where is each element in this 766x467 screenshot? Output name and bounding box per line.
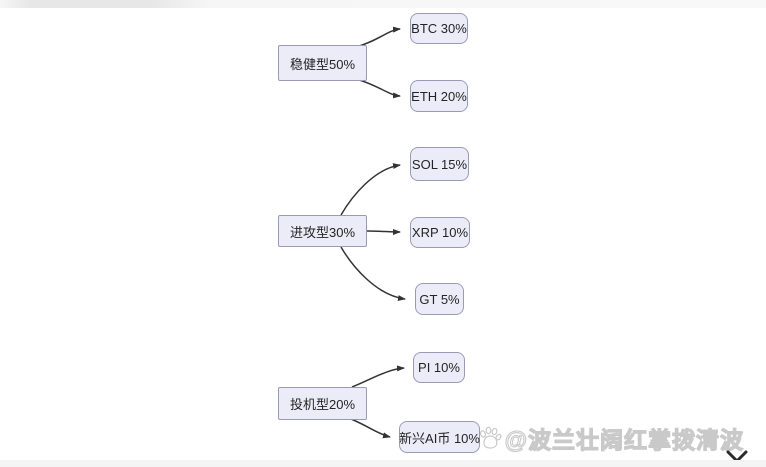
edge-speculative-ai (350, 418, 391, 439)
edge-stable-eth (355, 78, 401, 99)
node-aggressive-parent: 进攻型30% (278, 215, 367, 247)
watermark-text: @波兰壮阔红掌拨清波 (504, 426, 744, 453)
edge-speculative-pi (351, 365, 405, 388)
edge-aggressive-gt (340, 246, 406, 302)
node-pi: PI 10% (413, 352, 465, 383)
node-emerging-ai: 新兴AI币 10% (399, 421, 480, 453)
watermark: @波兰壮阔红掌拨清波 (477, 421, 744, 455)
node-btc: BTC 30% (410, 13, 468, 44)
paw-icon (479, 426, 502, 449)
edge-aggressive-sol (340, 163, 401, 216)
node-stable-parent: 稳健型50% (278, 45, 367, 81)
edge-aggressive-xrp (366, 228, 401, 235)
node-eth: ETH 20% (410, 80, 468, 112)
node-xrp: XRP 10% (410, 217, 470, 248)
top-edge-strip (0, 0, 766, 8)
node-gt: GT 5% (415, 283, 464, 315)
node-sol: SOL 15% (410, 147, 469, 181)
bottom-edge-strip (0, 460, 766, 467)
node-speculative-parent: 投机型20% (278, 387, 367, 420)
